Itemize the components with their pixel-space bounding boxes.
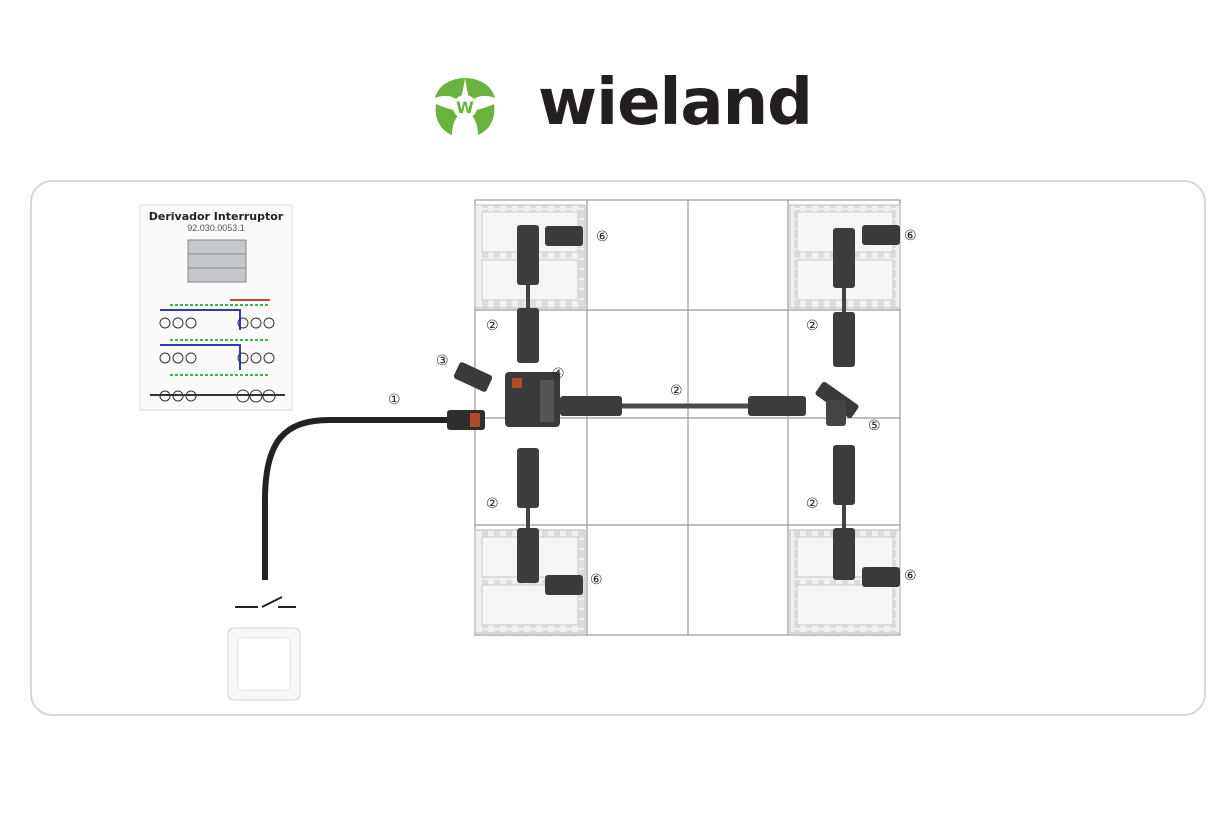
extension-cable: [833, 228, 855, 367]
callout-plug: ③: [436, 353, 449, 369]
extension-cable: [560, 396, 806, 416]
callout-extension-top-right: ②: [806, 318, 819, 334]
fixture-connector: [862, 567, 900, 587]
light-switch: [227, 596, 301, 701]
wieland-logo: W wieland: [430, 66, 813, 142]
callout-extension-bottom-right: ②: [806, 496, 819, 512]
callout-fixture-bottom-right: ⑥: [904, 568, 917, 584]
legend-part-number: 92.030.0053.1: [187, 223, 245, 233]
legend-title: Derivador Interruptor: [149, 210, 284, 223]
supply-cable: [262, 417, 452, 580]
callout-fixture-bottom-left: ⑥: [590, 572, 603, 588]
callout-extension-bottom-left: ②: [486, 496, 499, 512]
callout-extension-horizontal: ②: [670, 383, 683, 399]
extension-cable: [517, 448, 539, 583]
callout-fixture-top-left: ⑥: [596, 229, 609, 245]
logo-letter: W: [456, 98, 474, 117]
legend-card: Derivador Interruptor 92.030.0053.1: [139, 204, 293, 411]
tee-connector: [815, 382, 859, 426]
distributor-block: [505, 372, 560, 427]
extension-cable: [517, 225, 539, 363]
callout-extension-top-left: ②: [486, 318, 499, 334]
extension-cable: [833, 445, 855, 580]
callout-distributor: ④: [552, 366, 565, 382]
fixture-connector: [545, 226, 583, 246]
fixture-connector: [862, 225, 900, 245]
callout-fixture-top-right: ⑥: [904, 228, 917, 244]
brand-wordmark: wieland: [538, 66, 813, 140]
callout-cable: ①: [388, 392, 401, 408]
fixture-connector: [545, 575, 583, 595]
wieland-leaf-icon: W: [435, 78, 495, 135]
connector-plug: [453, 362, 493, 392]
callout-tee: ⑤: [868, 418, 881, 434]
